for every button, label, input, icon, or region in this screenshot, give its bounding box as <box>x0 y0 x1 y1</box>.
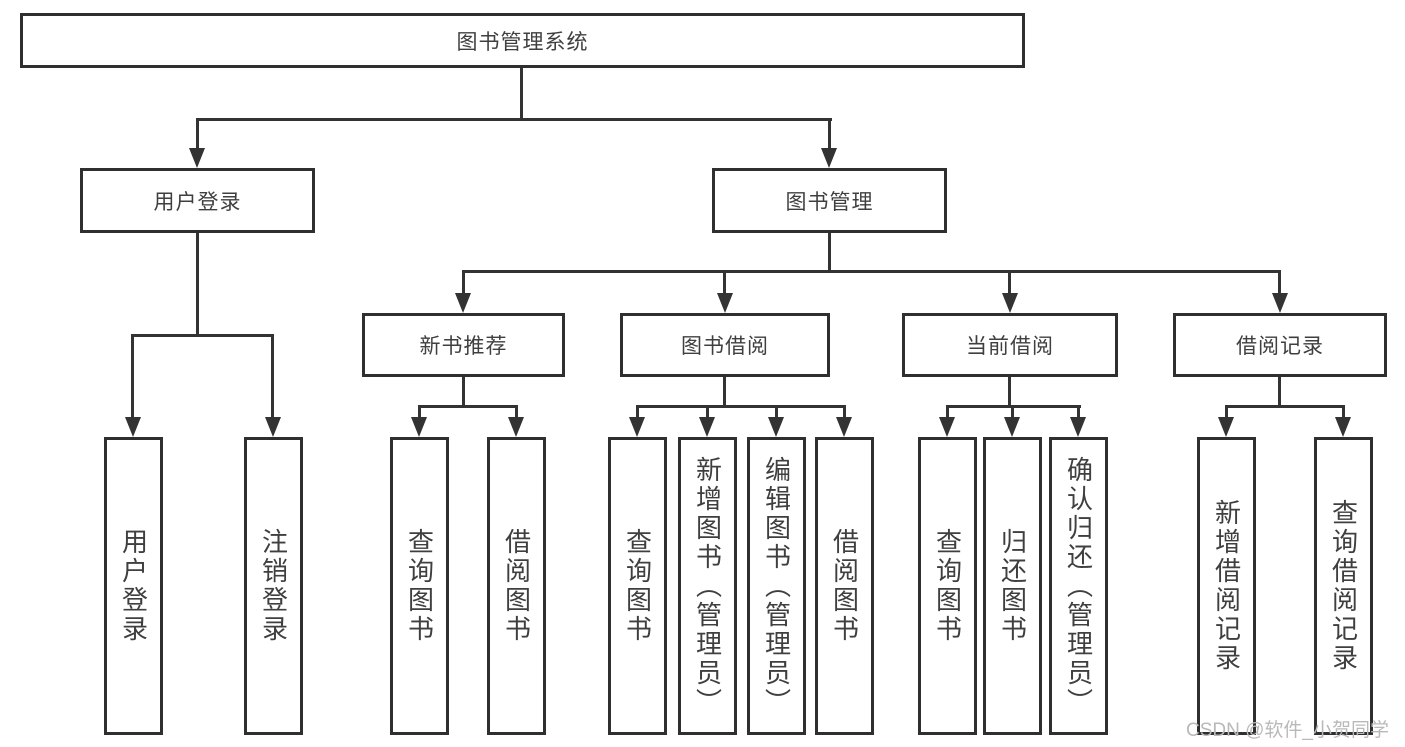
leaf-edit-books-admin-label: 编辑图书（管理员） <box>761 455 792 717</box>
connector-to-current-borrowing <box>1008 270 1011 295</box>
leaf-user-login-label: 用户登录 <box>118 528 149 644</box>
leaf-query-borrow-record: 查询借阅记录 <box>1314 437 1373 735</box>
node-borrowing-records: 借阅记录 <box>1173 313 1387 377</box>
connector-arrowhead <box>125 417 141 437</box>
node-borrowing-records-label: 借阅记录 <box>1236 335 1324 358</box>
leaf-query-books-current: 查询图书 <box>918 437 977 735</box>
connector-arrowhead <box>1335 417 1351 437</box>
leaf-query-books-recommend-label: 查询图书 <box>404 528 435 644</box>
connector-leaf <box>636 405 639 419</box>
connector-arrowhead <box>508 417 524 437</box>
connector-arrowhead <box>1004 417 1020 437</box>
connector-to-new-book <box>462 270 465 295</box>
connector-leaf <box>1011 405 1014 419</box>
connector-leaf <box>946 405 949 419</box>
leaf-borrow-books-recommend-label: 借阅图书 <box>501 528 532 644</box>
connector-arrowhead <box>768 417 784 437</box>
leaf-add-books-admin-label: 新增图书（管理员） <box>692 455 723 717</box>
connector-arrowhead <box>717 293 733 313</box>
connector-leaf <box>775 405 778 419</box>
connector-to-leaf-login <box>131 334 134 418</box>
node-user-login-label: 用户登录 <box>153 190 242 214</box>
connector-group-b-stem <box>462 377 465 407</box>
leaf-logout-label: 注销登录 <box>258 528 289 644</box>
node-new-book-recommendation-label: 新书推荐 <box>419 335 508 358</box>
connector-arrowhead <box>836 417 852 437</box>
leaf-query-books-borrowing: 查询图书 <box>608 437 667 735</box>
leaf-add-borrow-record: 新增借阅记录 <box>1197 437 1256 735</box>
connector-user-login-stem <box>196 233 199 336</box>
connector-to-user-login <box>196 118 199 150</box>
connector-arrowhead <box>1002 293 1018 313</box>
node-current-borrowing-label: 当前借阅 <box>966 335 1054 358</box>
leaf-query-books-current-label: 查询图书 <box>932 528 963 644</box>
connector-group-d-stem <box>1008 377 1011 407</box>
node-book-borrowing: 图书借阅 <box>620 313 830 377</box>
connector-arrowhead <box>629 417 645 437</box>
connector-leaf <box>1077 405 1080 419</box>
leaf-borrow-books-recommend: 借阅图书 <box>487 437 546 735</box>
connector-leaf <box>515 405 518 419</box>
leaf-return-books: 归还图书 <box>983 437 1042 735</box>
connector-level1-rail <box>196 118 832 121</box>
node-book-borrowing-label: 图书借阅 <box>681 335 769 358</box>
leaf-edit-books-admin: 编辑图书（管理员） <box>747 437 806 735</box>
connector-book-management-stem <box>828 233 831 272</box>
connector-arrowhead <box>1272 293 1288 313</box>
leaf-query-books-borrowing-label: 查询图书 <box>622 528 653 644</box>
connector-arrowhead <box>411 417 427 437</box>
connector-leaf <box>706 405 709 419</box>
connector-leaf <box>1342 405 1345 419</box>
connector-to-book-borrowing <box>723 270 726 295</box>
connector-group-c-stem <box>723 377 726 407</box>
node-current-borrowing: 当前借阅 <box>902 313 1118 377</box>
connector-arrowhead <box>455 293 471 313</box>
connector-group-c-rail <box>636 405 846 408</box>
connector-leaf <box>1225 405 1228 419</box>
leaf-borrow-books-label: 借阅图书 <box>829 528 860 644</box>
connector-group-e-stem <box>1278 377 1281 407</box>
leaf-query-books-recommend: 查询图书 <box>390 437 449 735</box>
connector-to-borrowing-records <box>1278 270 1281 295</box>
connector-group-b-rail <box>418 405 518 408</box>
leaf-add-books-admin: 新增图书（管理员） <box>678 437 737 735</box>
connector-leaf <box>418 405 421 419</box>
connector-to-book-management <box>828 118 831 150</box>
leaf-borrow-books: 借阅图书 <box>815 437 874 735</box>
node-book-management: 图书管理 <box>712 168 947 233</box>
connector-arrowhead <box>189 148 205 168</box>
leaf-query-borrow-record-label: 查询借阅记录 <box>1328 499 1359 673</box>
connector-root-stem <box>520 68 523 119</box>
connector-arrowhead <box>939 417 955 437</box>
connector-to-leaf-logout <box>271 334 274 418</box>
connector-arrowhead <box>821 148 837 168</box>
connector-arrowhead <box>1070 417 1086 437</box>
connector-group-e-rail <box>1225 405 1345 408</box>
node-new-book-recommendation: 新书推荐 <box>362 313 565 377</box>
leaf-logout: 注销登录 <box>244 437 303 735</box>
connector-arrowhead <box>1218 417 1234 437</box>
connector-arrowhead <box>265 417 281 437</box>
csdn-watermark: CSDN @软件_小贺同学 <box>1186 720 1389 741</box>
connector-user-login-rail <box>131 334 274 337</box>
node-book-management-label: 图书管理 <box>785 190 874 214</box>
leaf-confirm-return-admin-label: 确认归还（管理员） <box>1063 455 1094 717</box>
connector-level2-rail <box>462 270 1281 273</box>
leaf-user-login: 用户登录 <box>104 437 163 735</box>
node-user-login: 用户登录 <box>80 168 315 233</box>
connector-arrowhead <box>699 417 715 437</box>
connector-leaf <box>843 405 846 419</box>
leaf-add-borrow-record-label: 新增借阅记录 <box>1211 499 1242 673</box>
node-root-label: 图书管理系统 <box>456 30 589 54</box>
node-root: 图书管理系统 <box>20 13 1025 68</box>
leaf-confirm-return-admin: 确认归还（管理员） <box>1049 437 1108 735</box>
leaf-return-books-label: 归还图书 <box>997 528 1028 644</box>
